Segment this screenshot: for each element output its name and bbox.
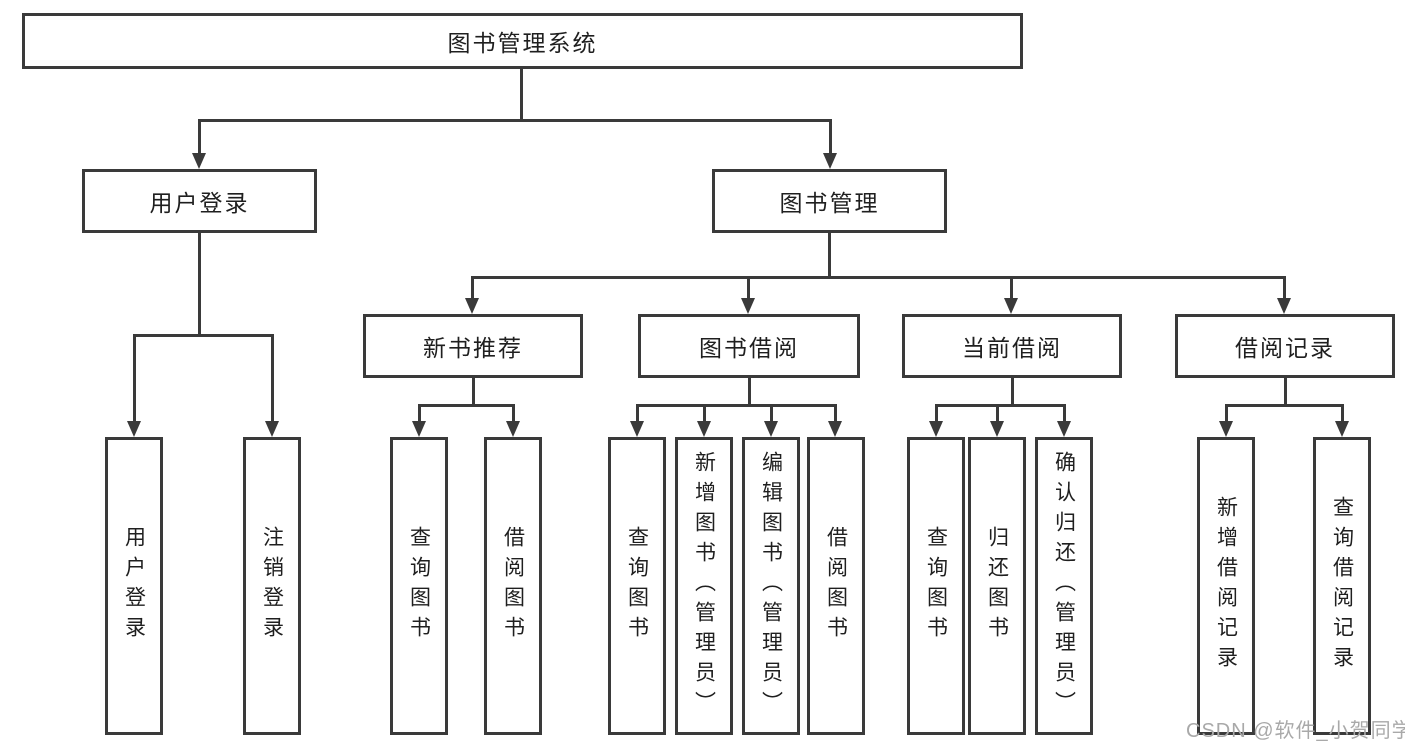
leaf-label: 查询借阅记录 xyxy=(1330,496,1354,676)
arrow-down-icon xyxy=(265,421,279,437)
connector-line xyxy=(1063,404,1066,423)
arrow-down-icon xyxy=(506,421,520,437)
arrow-down-icon xyxy=(697,421,711,437)
node-new-book-recommend-label: 新书推荐 xyxy=(423,335,523,361)
leaf-query-borrow-record: 查询借阅记录 xyxy=(1313,437,1371,735)
arrow-down-icon xyxy=(192,153,206,169)
node-book-borrow-label: 图书借阅 xyxy=(699,335,799,361)
leaf-add-borrow-record: 新增借阅记录 xyxy=(1197,437,1255,735)
leaf-query-book-2: 查询图书 xyxy=(608,437,666,735)
connector-line xyxy=(935,404,1065,407)
leaf-user-login: 用户登录 xyxy=(105,437,163,735)
connector-line xyxy=(770,404,773,423)
arrow-down-icon xyxy=(630,421,644,437)
node-current-borrow-label: 当前借阅 xyxy=(962,335,1062,361)
arrow-down-icon xyxy=(741,298,755,314)
leaf-label: 注销登录 xyxy=(260,526,284,646)
leaf-query-book-1: 查询图书 xyxy=(390,437,448,735)
arrow-down-icon xyxy=(1219,421,1233,437)
leaf-label: 借阅图书 xyxy=(501,526,525,646)
connector-line xyxy=(198,119,831,122)
leaf-label: 新增借阅记录 xyxy=(1214,496,1238,676)
leaf-label: 新增图书（管理员） xyxy=(692,451,716,721)
connector-line xyxy=(472,378,475,406)
connector-line xyxy=(418,404,421,423)
connector-line xyxy=(935,404,938,423)
arrow-down-icon xyxy=(412,421,426,437)
node-user-login: 用户登录 xyxy=(82,169,317,233)
node-book-management: 图书管理 xyxy=(712,169,947,233)
connector-line xyxy=(198,119,201,155)
leaf-borrow-book-1: 借阅图书 xyxy=(484,437,542,735)
leaf-borrow-book-2: 借阅图书 xyxy=(807,437,865,735)
connector-line xyxy=(133,334,136,423)
leaf-label: 用户登录 xyxy=(122,526,146,646)
connector-line xyxy=(636,404,836,407)
csdn-watermark: CSDN @软件_小贺同学 xyxy=(1186,720,1405,742)
connector-line xyxy=(747,276,750,300)
leaf-label: 编辑图书（管理员） xyxy=(759,451,783,721)
connector-line xyxy=(418,404,514,407)
node-borrow-record: 借阅记录 xyxy=(1175,314,1395,378)
arrow-down-icon xyxy=(823,153,837,169)
connector-line xyxy=(133,334,273,337)
arrow-down-icon xyxy=(990,421,1004,437)
leaf-label: 查询图书 xyxy=(625,526,649,646)
arrow-down-icon xyxy=(1057,421,1071,437)
connector-line xyxy=(471,276,474,300)
connector-line xyxy=(834,404,837,423)
leaf-label: 确认归还（管理员） xyxy=(1052,451,1076,721)
connector-line xyxy=(198,233,201,336)
node-book-borrow: 图书借阅 xyxy=(638,314,860,378)
node-user-login-label: 用户登录 xyxy=(149,190,250,216)
arrow-down-icon xyxy=(828,421,842,437)
connector-line xyxy=(1283,276,1286,300)
leaf-return-book: 归还图书 xyxy=(968,437,1026,735)
connector-line xyxy=(1225,404,1228,423)
connector-line xyxy=(520,69,523,120)
connector-line xyxy=(636,404,639,423)
node-current-borrow: 当前借阅 xyxy=(902,314,1122,378)
connector-line xyxy=(1225,404,1343,407)
connector-line xyxy=(512,404,515,423)
leaf-add-book-admin: 新增图书（管理员） xyxy=(675,437,733,735)
arrow-down-icon xyxy=(127,421,141,437)
leaf-query-book-3: 查询图书 xyxy=(907,437,965,735)
leaf-label: 查询图书 xyxy=(407,526,431,646)
arrow-down-icon xyxy=(764,421,778,437)
arrow-down-icon xyxy=(1004,298,1018,314)
node-borrow-record-label: 借阅记录 xyxy=(1235,335,1335,361)
connector-line xyxy=(1011,378,1014,406)
leaf-confirm-return-admin: 确认归还（管理员） xyxy=(1035,437,1093,735)
leaf-label: 查询图书 xyxy=(924,526,948,646)
connector-line xyxy=(1010,276,1013,300)
connector-line xyxy=(471,276,1285,279)
arrow-down-icon xyxy=(929,421,943,437)
node-new-book-recommend: 新书推荐 xyxy=(363,314,583,378)
connector-line xyxy=(828,233,831,278)
node-root-label: 图书管理系统 xyxy=(447,30,598,56)
connector-line xyxy=(1341,404,1344,423)
connector-line xyxy=(829,119,832,155)
node-root: 图书管理系统 xyxy=(22,13,1023,69)
arrow-down-icon xyxy=(465,298,479,314)
connector-line xyxy=(271,334,274,423)
connector-line xyxy=(703,404,706,423)
connector-line xyxy=(1284,378,1287,406)
node-book-management-label: 图书管理 xyxy=(779,190,880,216)
leaf-edit-book-admin: 编辑图书（管理员） xyxy=(742,437,800,735)
leaf-label: 归还图书 xyxy=(985,526,1009,646)
leaf-logout: 注销登录 xyxy=(243,437,301,735)
arrow-down-icon xyxy=(1335,421,1349,437)
connector-line xyxy=(748,378,751,406)
leaf-label: 借阅图书 xyxy=(824,526,848,646)
arrow-down-icon xyxy=(1277,298,1291,314)
connector-line xyxy=(996,404,999,423)
